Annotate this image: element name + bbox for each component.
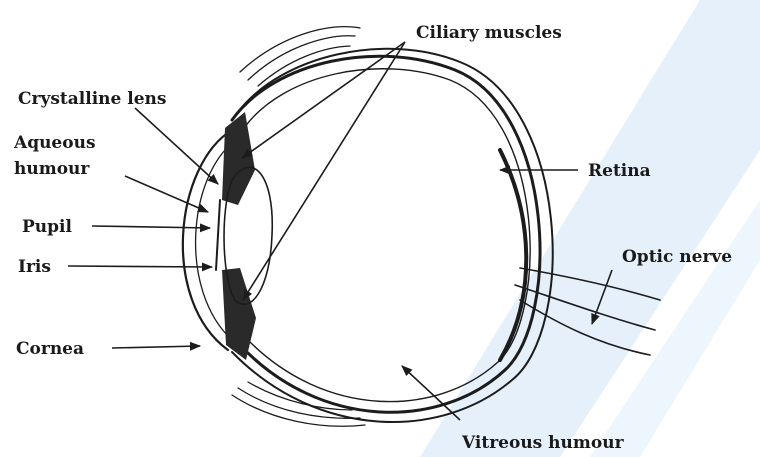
- cornea-arrow: [112, 346, 200, 348]
- lens-arrow: [135, 108, 218, 184]
- label-vitreous-humour: Vitreous humour: [461, 433, 625, 453]
- label-iris: Iris: [18, 257, 51, 277]
- ciliary-arrow-top: [242, 42, 405, 158]
- label-crystalline-lens: Crystalline lens: [18, 89, 166, 109]
- aqueous-arrow: [125, 176, 208, 212]
- label-retina: Retina: [588, 161, 651, 181]
- ciliary-arrow-bottom: [243, 42, 405, 300]
- label-aqueous-humour-line1: Aqueous: [13, 133, 96, 153]
- label-cornea: Cornea: [16, 339, 84, 359]
- pupil-arrow: [92, 226, 210, 228]
- label-optic-nerve: Optic nerve: [622, 247, 732, 267]
- watermark: [420, 0, 760, 457]
- label-aqueous-humour-line2: humour: [14, 159, 90, 179]
- iris-arrow: [68, 266, 212, 267]
- label-ciliary-muscles: Ciliary muscles: [416, 23, 562, 43]
- iris-ciliary-body: [216, 112, 256, 360]
- label-pupil: Pupil: [22, 217, 72, 237]
